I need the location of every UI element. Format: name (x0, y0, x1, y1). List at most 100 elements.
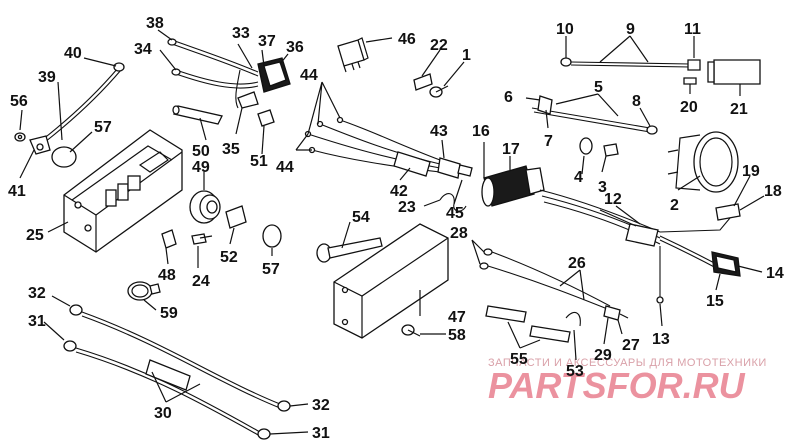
callout-49: 49 (192, 159, 210, 176)
tube-part (485, 305, 571, 343)
callout-59: 59 (160, 305, 178, 322)
grommet-part (189, 190, 221, 224)
callout-34: 34 (134, 41, 152, 58)
callout-29: 29 (594, 347, 612, 364)
callout-42: 42 (390, 183, 408, 200)
switch-box-housing (63, 129, 183, 253)
battery-cable-part (63, 304, 291, 440)
callout-23: 23 (398, 199, 416, 216)
callout-30: 30 (154, 405, 172, 422)
callout-31b: 31 (312, 425, 330, 442)
callout-4: 4 (574, 169, 583, 186)
callout-45: 45 (446, 205, 464, 222)
callout-2: 2 (670, 197, 679, 214)
callout-54: 54 (352, 209, 370, 226)
washer-part-2 (262, 224, 282, 248)
callout-28: 28 (450, 225, 468, 242)
bolt-part (316, 237, 383, 263)
callout-6: 6 (504, 89, 513, 106)
screw-part (191, 233, 213, 245)
callout-numbers: 38 33 37 36 34 40 39 56 57 41 25 50 35 5… (8, 15, 784, 442)
clip-part (161, 229, 177, 249)
cover-plate-part (333, 223, 449, 339)
callout-14: 14 (766, 265, 784, 282)
callout-18: 18 (764, 183, 782, 200)
callout-8: 8 (632, 93, 641, 110)
callout-21: 21 (730, 101, 748, 118)
callout-43: 43 (430, 123, 448, 140)
callout-36: 36 (286, 39, 304, 56)
ignition-switch-part (481, 165, 545, 207)
callout-41: 41 (8, 183, 26, 200)
bushing-part (257, 109, 275, 127)
spacer-part (225, 205, 247, 229)
callout-57a: 57 (94, 119, 112, 136)
callout-10: 10 (556, 21, 574, 38)
gauge-part (667, 131, 739, 193)
cap-part (707, 59, 761, 85)
spring-clip-part-2 (565, 311, 581, 327)
callout-9: 9 (626, 21, 635, 38)
callout-20: 20 (680, 99, 698, 116)
gauge-harness-part (539, 189, 741, 304)
callout-11: 11 (684, 21, 701, 38)
callout-55: 55 (510, 351, 528, 368)
callout-27: 27 (622, 337, 640, 354)
lower-lead-part (479, 248, 629, 321)
lamp-lead-part (531, 95, 658, 135)
screw-part-2 (429, 85, 449, 98)
sleeve-part (172, 105, 223, 125)
callout-12: 12 (604, 191, 622, 208)
callout-26: 26 (568, 255, 586, 272)
watermark-logo: PARTSFOR.RU (488, 365, 746, 406)
callout-48: 48 (158, 267, 176, 284)
nut-part (579, 137, 593, 155)
callout-44a: 44 (300, 67, 318, 84)
callout-7: 7 (544, 133, 553, 150)
main-harness-part (304, 116, 473, 179)
upper-lead-part (560, 57, 701, 71)
callout-50: 50 (192, 143, 210, 160)
callout-16: 16 (472, 123, 490, 140)
callout-13: 13 (652, 331, 670, 348)
pin-part (683, 77, 697, 85)
callout-19: 19 (742, 163, 760, 180)
bulb-part (603, 143, 619, 157)
upper-harness-part (167, 38, 291, 109)
callout-24: 24 (192, 273, 210, 290)
terminal-part-2 (715, 203, 741, 221)
callout-44b: 44 (276, 159, 294, 176)
callout-33: 33 (232, 25, 250, 42)
callout-3: 3 (598, 179, 607, 196)
callout-51: 51 (250, 153, 268, 170)
callout-1: 1 (462, 47, 471, 64)
callout-57b: 57 (262, 261, 280, 278)
callout-32a: 32 (28, 285, 46, 302)
watermark-caption: ЗАПЧАСТИ И АКСЕССУАРЫ ДЛЯ МОТОТЕХНИКИ (488, 357, 767, 369)
relay-part (337, 37, 369, 73)
callout-35: 35 (222, 141, 240, 158)
callout-37: 37 (258, 33, 276, 50)
callout-52: 52 (220, 249, 238, 266)
terminal-part (413, 73, 433, 91)
callout-40: 40 (64, 45, 82, 62)
callout-22: 22 (430, 37, 448, 54)
callout-46: 46 (398, 31, 416, 48)
callout-5: 5 (594, 79, 603, 96)
callout-53: 53 (566, 363, 584, 380)
ground-strap-part (14, 62, 125, 155)
callout-56: 56 (10, 93, 28, 110)
callout-17: 17 (502, 141, 520, 158)
callout-31a: 31 (28, 313, 46, 330)
screw-part-3 (401, 324, 421, 337)
leader-lines (19, 29, 765, 435)
hose-clamp-part (127, 281, 161, 301)
callout-58: 58 (448, 327, 466, 344)
callout-25: 25 (26, 227, 44, 244)
callout-32b: 32 (312, 397, 330, 414)
callout-15: 15 (706, 293, 724, 310)
callout-39: 39 (38, 69, 56, 86)
callout-47: 47 (448, 309, 466, 326)
callout-38: 38 (146, 15, 164, 32)
